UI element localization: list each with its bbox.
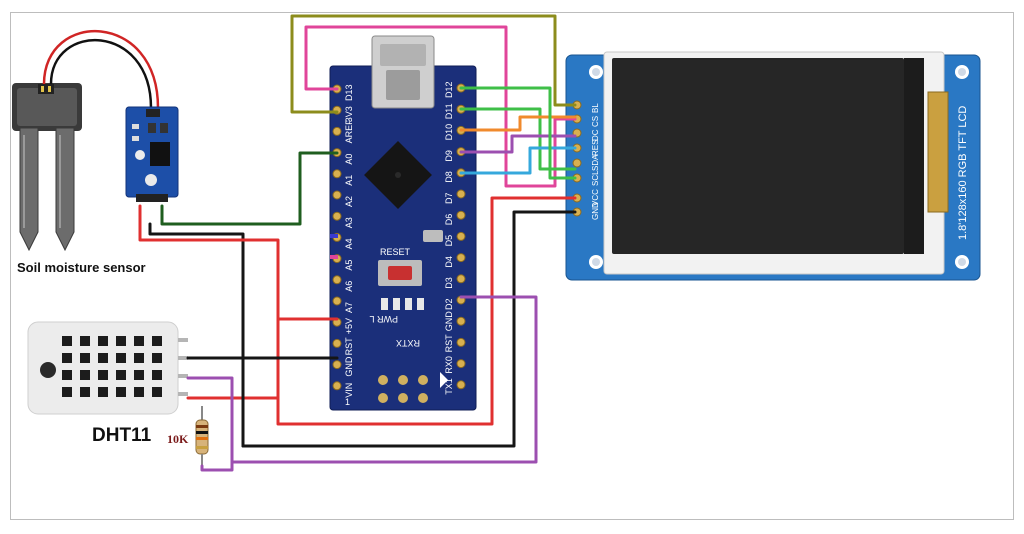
nano-left-pin-label: GND [344,356,354,377]
nano-pin-vin [332,381,342,391]
nano-right-pin-label: RX0 [444,356,454,374]
tft-title-label: 1.8'128x160 RGB TFT LCD [957,106,969,240]
nano-rxtx-label: RXTX [396,338,420,348]
nano-right-pin-label: D10 [444,124,454,141]
nano-pin-tx1 [456,380,466,390]
nano-right-pin-label: RST [444,334,454,353]
nano-left-pin-label: RST [344,337,354,356]
dht11-label: DHT11 [92,425,152,446]
nano-left-pin-label: D13 [344,84,354,101]
pullup-resistor [195,406,209,466]
soil-moisture-probe [12,83,82,252]
nano-left-pin-label: A2 [344,196,354,207]
diagram-frame [10,12,1014,520]
nano-right-pin-label: D7 [444,192,454,204]
nano-pin-a7 [332,296,342,306]
nano-left-pin-label: 3V3 [344,106,354,122]
nano-pin-a2 [332,190,342,200]
wire-red-soil [138,204,280,321]
nano-right-pin-label: D3 [444,277,454,289]
tft-pin-label: DC [591,129,600,141]
wire-cyan-d8 [459,146,577,175]
wire-red-vcc [276,196,577,426]
tft-pin-sda [572,158,582,168]
nano-right-pin-label: D8 [444,171,454,183]
tft-pin-label: CS [591,116,600,127]
nano-right-pin-label: D11 [444,103,454,119]
tft-pin-label: RES [591,140,600,156]
nano-right-pin-label: D4 [444,256,454,268]
wire-orange-d10 [459,115,577,132]
nano-pin-a6 [332,275,342,285]
tft-display-module [565,51,981,281]
nano-pin-d4 [456,253,466,263]
nano-left-pin-label: A7 [344,302,354,313]
nano-right-pin-label: D12 [444,81,454,98]
nano-pin1-label: 1 [345,397,350,407]
nano-pin-aref [332,126,342,136]
wire-pink-d13 [304,25,577,188]
nano-pin-d5 [456,231,466,241]
nano-left-pin-label: +5V [344,318,354,334]
probe-lead-black [49,38,153,109]
nano-pin-d7 [456,189,466,199]
wire-purple-dht [186,295,538,464]
tft-pin-label: SDA [591,154,600,171]
arduino-nano [329,35,477,411]
nano-left-pin-label: VIN [344,383,354,398]
nano-pin-rst [332,338,342,348]
soil-sensor-label: Soil moisture sensor [17,260,146,275]
nano-pin-rst [456,337,466,347]
nano-right-pin-label: D9 [444,150,454,162]
dht11-sensor [27,321,188,415]
nano-pin-gnd [332,360,342,370]
nano-pin-d6 [456,210,466,220]
nano-reset-label: RESET [380,247,411,257]
wire-purple-d9 [459,134,577,154]
nano-right-pin-label: GND [444,311,454,332]
wire-green-d11 [459,107,577,171]
probe-lead-red [42,29,160,109]
wire-green-d12 [459,86,577,180]
nano-right-pin-label: D6 [444,214,454,226]
resistor-label: 10K [167,432,189,446]
nano-left-pin-label: AREF [344,119,354,144]
wire-olive-bl [290,14,577,114]
nano-pin-a1 [332,169,342,179]
nano-pin-a3 [332,211,342,221]
nano-left-pin-label: A5 [344,260,354,271]
nano-left-pin-label: A6 [344,281,354,292]
nano-pin-rx0 [456,359,466,369]
nano-left-pin-label: A1 [344,175,354,186]
nano-left-pin-label: A4 [344,238,354,249]
nano-right-pin-label: D2 [444,298,454,310]
nano-right-pin-label: TX1 [444,378,454,395]
nano-left-pin-label: A3 [344,217,354,228]
nano-left-pin-label: A0 [344,154,354,165]
tft-pin-label: BL [591,103,600,113]
tft-pin-label: SCL [591,170,600,186]
tft-pin-label: GND [591,202,600,220]
nano-pin-d3 [456,274,466,284]
wire-darkgreen-a0 [160,151,339,226]
tft-pin-label: VCC [591,189,600,206]
nano-pwr-label: PWR L [369,314,398,324]
soil-sensor-module [125,106,179,202]
nano-pin-gnd [456,316,466,326]
nano-right-pin-label: D5 [444,235,454,247]
wire-resistor-purple [200,460,234,472]
